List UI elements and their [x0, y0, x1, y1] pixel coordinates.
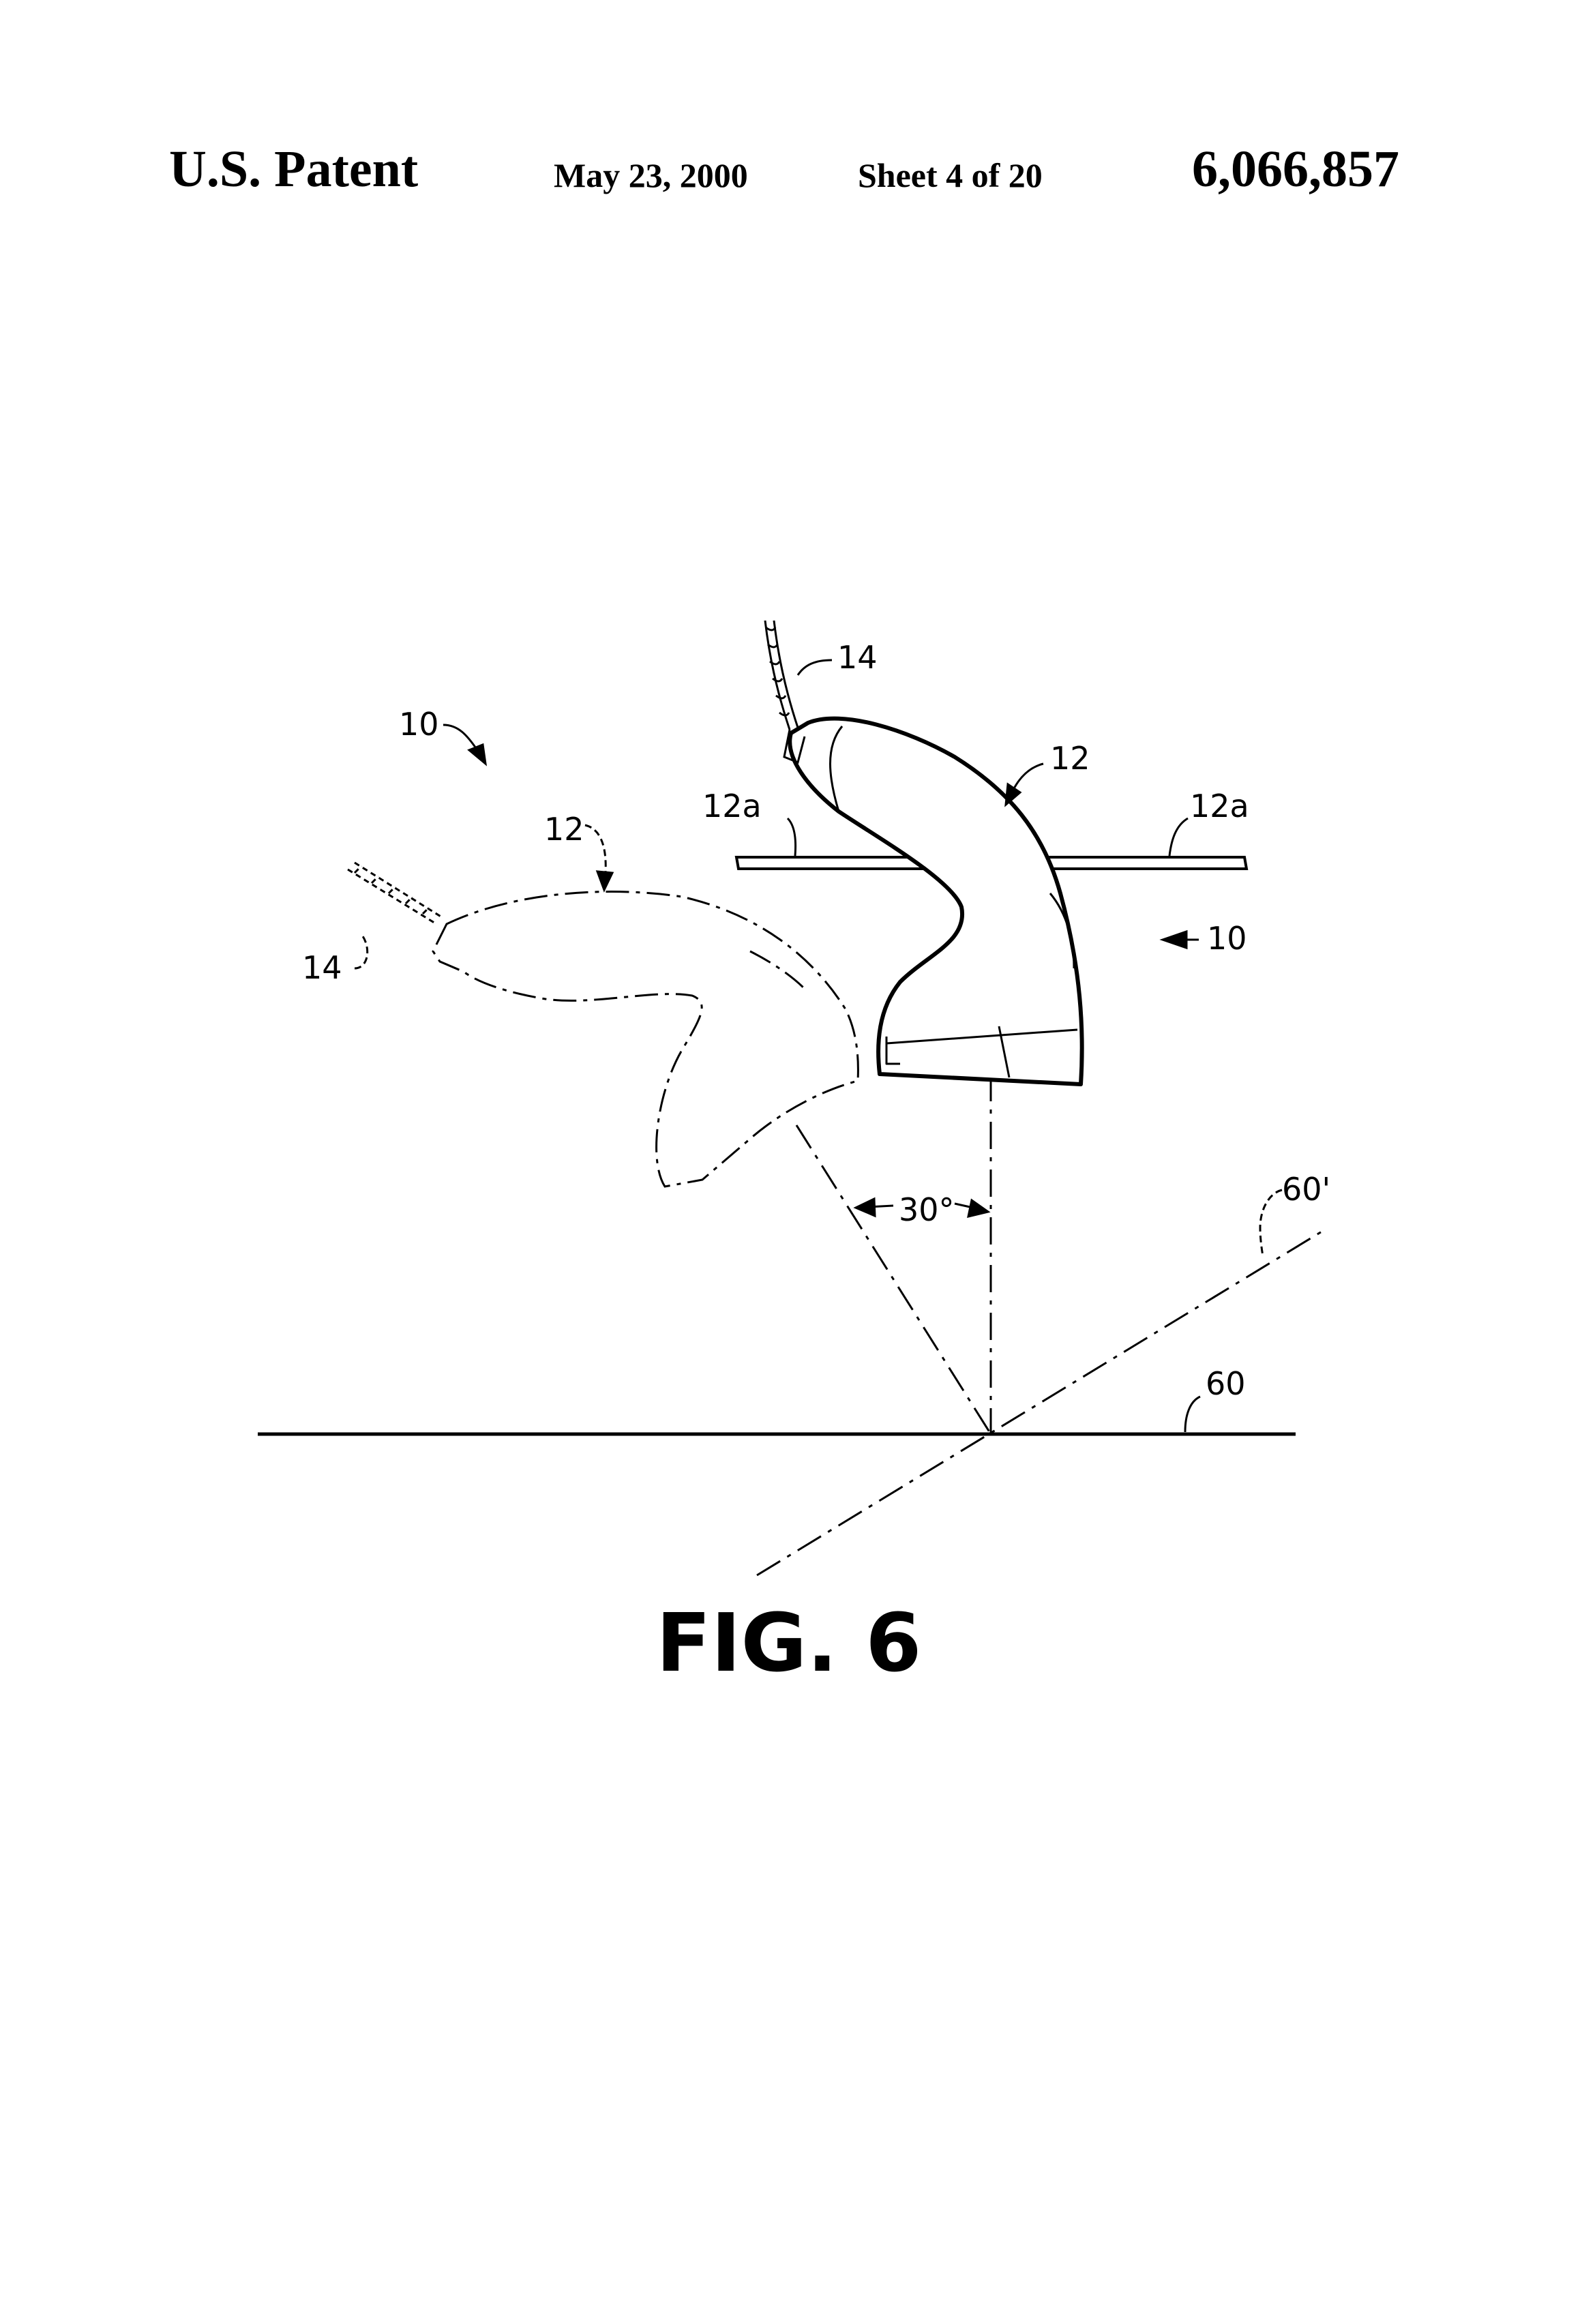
ref-10-right: 10 [1207, 920, 1247, 957]
patent-header-title: U.S. Patent [169, 140, 419, 198]
patent-header-number: 6,066,857 [1192, 140, 1399, 198]
figure-caption: FIG. 6 [656, 1596, 921, 1690]
surface-line-60-prime [756, 1230, 1324, 1577]
cable-phantom [347, 861, 443, 925]
angle-arrows [853, 1197, 991, 1219]
patent-header-sheet: Sheet 4 of 20 [858, 156, 1043, 194]
ref-10-left: 10 [399, 706, 439, 743]
ref-60: 60 [1206, 1365, 1246, 1402]
scanner-body-upper [788, 716, 1084, 1086]
ref-14-upper: 14 [837, 639, 878, 676]
tilted-axis-line [795, 1124, 992, 1435]
angle-label: 30° [899, 1191, 955, 1228]
ref-12a-left: 12a [702, 788, 762, 824]
ref-12-phantom: 12 [544, 811, 584, 848]
ref-12a-right: 12a [1190, 788, 1249, 824]
ref-12-upper: 12 [1050, 740, 1090, 777]
flange-12a [734, 856, 1249, 870]
patent-header-date: May 23, 2000 [554, 156, 748, 194]
ref-60-prime: 60' [1282, 1171, 1330, 1208]
ref-14-phantom: 14 [302, 949, 342, 986]
cable-upper [764, 620, 806, 764]
scanner-body-phantom [432, 891, 859, 1188]
leader-lines [354, 659, 1283, 1433]
